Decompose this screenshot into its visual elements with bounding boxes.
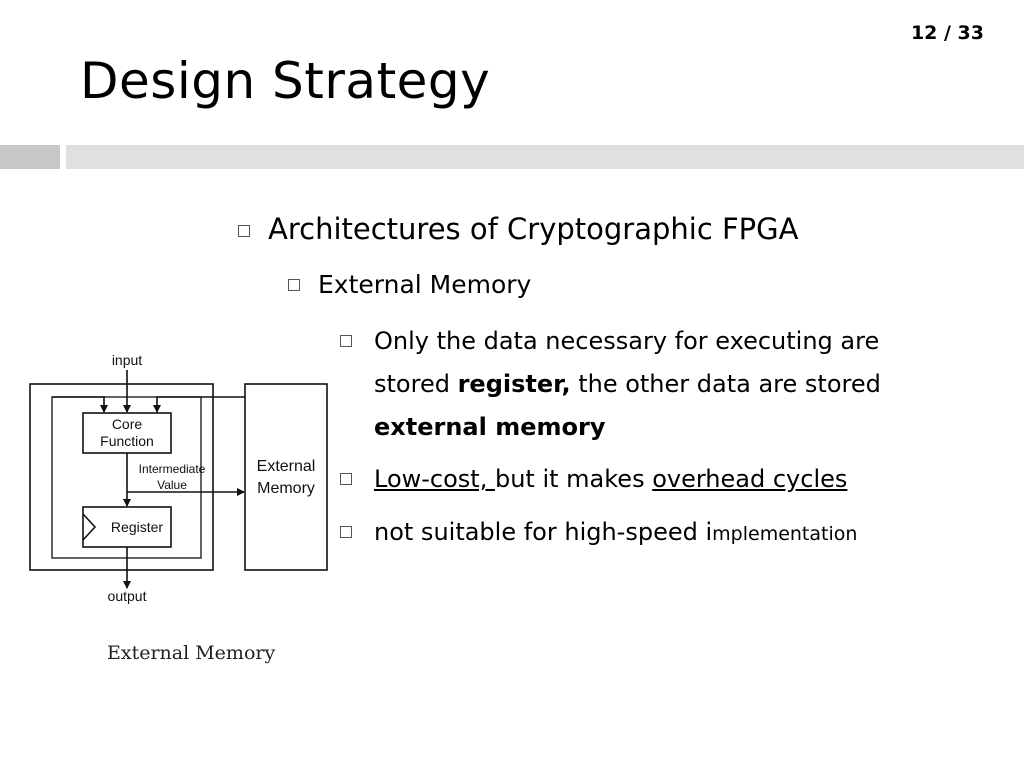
bullet-text: Low-cost, but it makes overhead cycles (374, 458, 847, 501)
bullet-text: External Memory (318, 270, 532, 299)
outer-box (29, 383, 214, 571)
text-part: not suitable for high-speed i (374, 518, 713, 546)
bullet-text: Only the data necessary for executing ar… (374, 320, 960, 449)
bullet-external-memory: External Memory (288, 270, 531, 299)
bullet-box-icon (340, 473, 352, 485)
diagram-input-label: input (112, 352, 142, 368)
bullet-only-data: Only the data necessary for executing ar… (340, 320, 960, 449)
title-bar-right (66, 145, 1024, 169)
bullet-box-icon (340, 526, 352, 538)
text-bold-external-memory: external memory (374, 413, 606, 441)
diagram-core-label: Core (112, 416, 143, 432)
bullet-architectures: Architectures of Cryptographic FPGA (238, 212, 798, 246)
text-small: mplementation (712, 523, 858, 545)
title-bar-left (0, 145, 60, 169)
bullet-text: not suitable for high-speed implementati… (374, 511, 857, 556)
external-to-core-arrow (153, 396, 245, 413)
text-underline-overhead: overhead cycles (652, 465, 848, 493)
diagram-intermediate-label: Intermediate (139, 462, 206, 476)
external-memory-diagram: input Core Function Intermediate Value R… (29, 352, 328, 604)
slide-title: Design Strategy (80, 52, 491, 110)
register-clock-icon (82, 513, 97, 541)
register-box (82, 506, 172, 548)
diagram-caption: External Memory (107, 642, 276, 664)
text-part: Only the data necessary for executing ar… (374, 327, 880, 398)
text-part: the other data are stored (570, 370, 881, 398)
bullet-low-cost: Low-cost, but it makes overhead cycles (340, 458, 847, 501)
diagram-external-label: Memory (257, 480, 315, 497)
text-underline-low-cost: Low-cost, (374, 465, 495, 493)
bullet-box-icon (340, 335, 352, 347)
diagram-external-label: External (257, 458, 316, 475)
bullet-box-icon (238, 225, 250, 237)
bullet-box-icon (288, 279, 300, 291)
page-number: 12 / 33 (910, 22, 984, 44)
text-bold-register: register, (457, 370, 571, 398)
bullet-text: Architectures of Cryptographic FPGA (268, 212, 799, 246)
diagram-register-label: Register (111, 519, 163, 535)
diagram-intermediate-label: Value (157, 478, 187, 492)
diagram-output-label: output (108, 588, 147, 604)
bullet-not-suitable: not suitable for high-speed implementati… (340, 511, 857, 556)
external-memory-box (244, 383, 328, 571)
loop-arrow-left (52, 396, 108, 413)
text-part: but it makes (494, 465, 653, 493)
diagram-core-label: Function (100, 433, 154, 449)
